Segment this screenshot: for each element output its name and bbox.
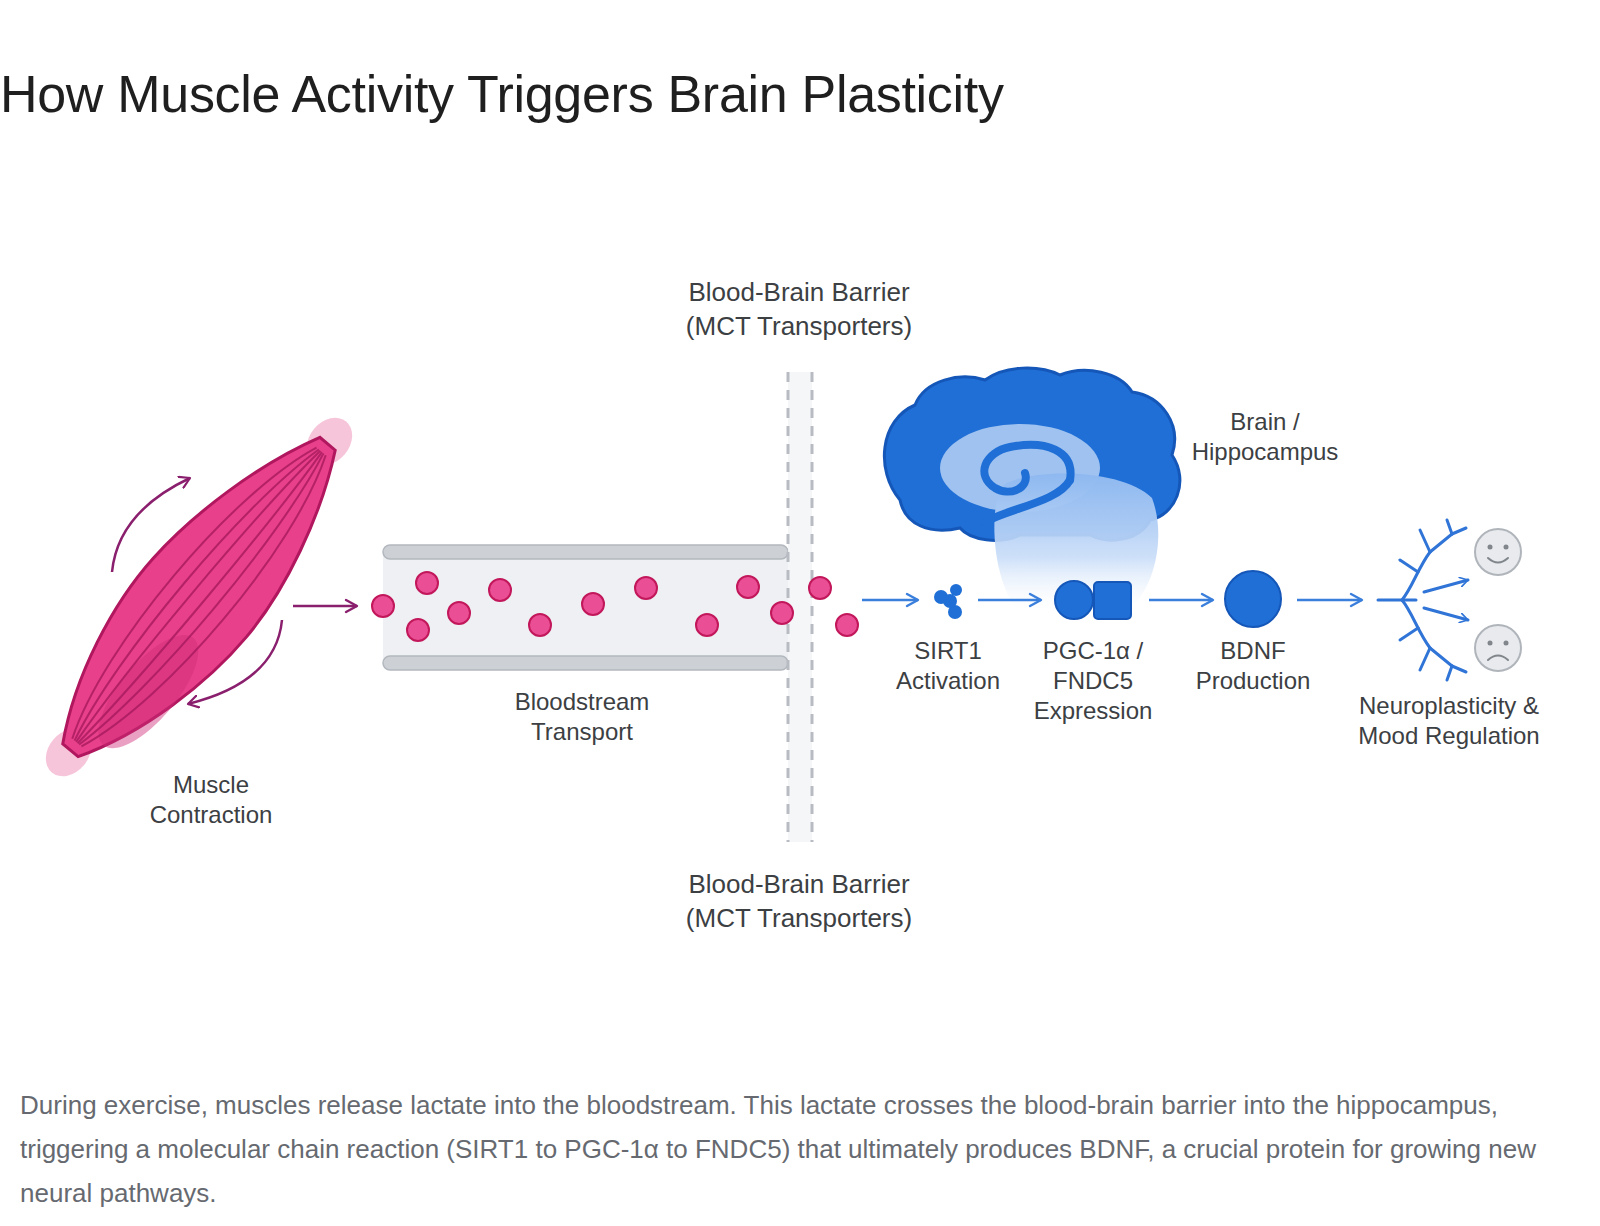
muscle-illustration: [112, 478, 190, 572]
pgc-fndc5-icon: [1055, 581, 1093, 619]
muscle-illustration: [61, 438, 318, 740]
muscle-illustration: [71, 446, 320, 741]
diagram-title: How Muscle Activity Triggers Brain Plast…: [0, 64, 1004, 124]
neuron-branches: [1424, 608, 1468, 620]
neuron-branches: [1452, 528, 1466, 534]
pgc-fndc5-icon: [1055, 581, 1131, 619]
neuron-branches: [1378, 520, 1468, 680]
neuron-branches: [1430, 534, 1452, 552]
neuron-branches: [1430, 648, 1452, 666]
stage-node: Muscle Contraction: [50, 415, 293, 785]
brain-illustration: [984, 445, 1070, 492]
flow-arrow: [978, 599, 1041, 602]
stage-label: SIRT1 Activation: [878, 636, 1018, 696]
stage-label: Neuroplasticity & Mood Regulation: [1339, 691, 1559, 751]
mood-face: [1504, 641, 1509, 646]
muscle-illustration: [81, 455, 346, 763]
neuron-branches: [1378, 599, 1416, 602]
bdnf-icon: [1225, 571, 1281, 627]
flow-arrow: [293, 605, 357, 608]
neuron-branches: [1420, 530, 1430, 552]
blood-vessel: [383, 545, 788, 670]
stage-label: PGC-1α / FNDC5 Expression: [1023, 636, 1163, 726]
flow-arrow: [1149, 599, 1213, 602]
lactate-particle: [635, 577, 657, 599]
neuron-branches: [1400, 628, 1418, 640]
muscle-illustration: [6, 383, 394, 812]
mood-face: [1488, 641, 1493, 646]
lactate-particle: [696, 614, 718, 636]
stage-node: Brain / Hippocampus: [883, 367, 1183, 557]
sirt1-icon: [934, 584, 962, 619]
lactate-particle: [737, 576, 759, 598]
stage-label: Bloodstream Transport: [497, 687, 667, 747]
muscle-illustration: [188, 620, 282, 704]
neuron-branches: [1447, 666, 1452, 680]
neuron-branches: [1424, 580, 1468, 592]
lactate-particle: [836, 614, 858, 636]
muscle-illustration: [79, 453, 335, 754]
mood-face: [1475, 529, 1521, 671]
stage-label: BDNF Production: [1183, 636, 1323, 696]
stage-label: Brain / Hippocampus: [1180, 407, 1350, 467]
mood-face: [1488, 656, 1508, 661]
blood-vessel: [383, 545, 788, 559]
lactate-particle: [489, 579, 511, 601]
stage-node: SIRT1 Activation: [918, 580, 978, 624]
mood-face: [1475, 625, 1521, 671]
flow-arrow: [1297, 599, 1362, 602]
muscle-illustration: [78, 452, 326, 746]
brain-illustration: [985, 480, 1070, 522]
lactate-particle: [582, 593, 604, 615]
stage-node: PGC-1α / FNDC5 Expression: [1041, 578, 1149, 622]
lactate-particle: [771, 602, 793, 624]
bdnf-icon: [1225, 571, 1281, 627]
muscle-illustration: [6, 383, 394, 812]
blood-vessel: [383, 555, 788, 660]
flow-arrow: [862, 599, 918, 602]
sirt1-icon: [950, 584, 962, 596]
neuron-branches: [1452, 666, 1466, 672]
muscle-illustration: [52, 430, 347, 764]
muscle-illustration: [24, 405, 375, 790]
sirt1-icon: [943, 594, 957, 608]
barrier-label: Blood-Brain Barrier (MCT Transporters): [669, 867, 929, 935]
lactate-particle: [372, 572, 858, 641]
lactate-particle: [529, 614, 551, 636]
mood-face: [1475, 529, 1521, 575]
mood-face: [1488, 558, 1508, 563]
neuron-branches: [1447, 520, 1452, 534]
lactate-particle: [416, 572, 438, 594]
brain-illustration: [884, 368, 1180, 615]
barrier-label: Blood-Brain Barrier (MCT Transporters): [669, 275, 929, 343]
stage-label: Muscle Contraction: [136, 770, 286, 830]
stage-node: BDNF Production: [1213, 570, 1297, 630]
mood-face: [1488, 545, 1493, 550]
neuron-branches: [1420, 648, 1430, 670]
mood-face: [1504, 545, 1509, 550]
lactate-particle: [448, 602, 470, 624]
lactate-particle: [809, 577, 831, 599]
stage-node: Neuroplasticity & Mood Regulation: [1362, 520, 1525, 680]
blood-brain-barrier: [811, 372, 814, 842]
pgc-fndc5-icon: [1094, 582, 1131, 619]
neuron-branches: [1400, 560, 1418, 572]
stage-node: Bloodstream Transport: [357, 545, 862, 670]
lactate-particle: [372, 595, 394, 617]
lactate-particle: [407, 619, 429, 641]
figure-caption: During exercise, muscles release lactate…: [20, 1083, 1540, 1215]
blood-vessel: [383, 656, 788, 670]
